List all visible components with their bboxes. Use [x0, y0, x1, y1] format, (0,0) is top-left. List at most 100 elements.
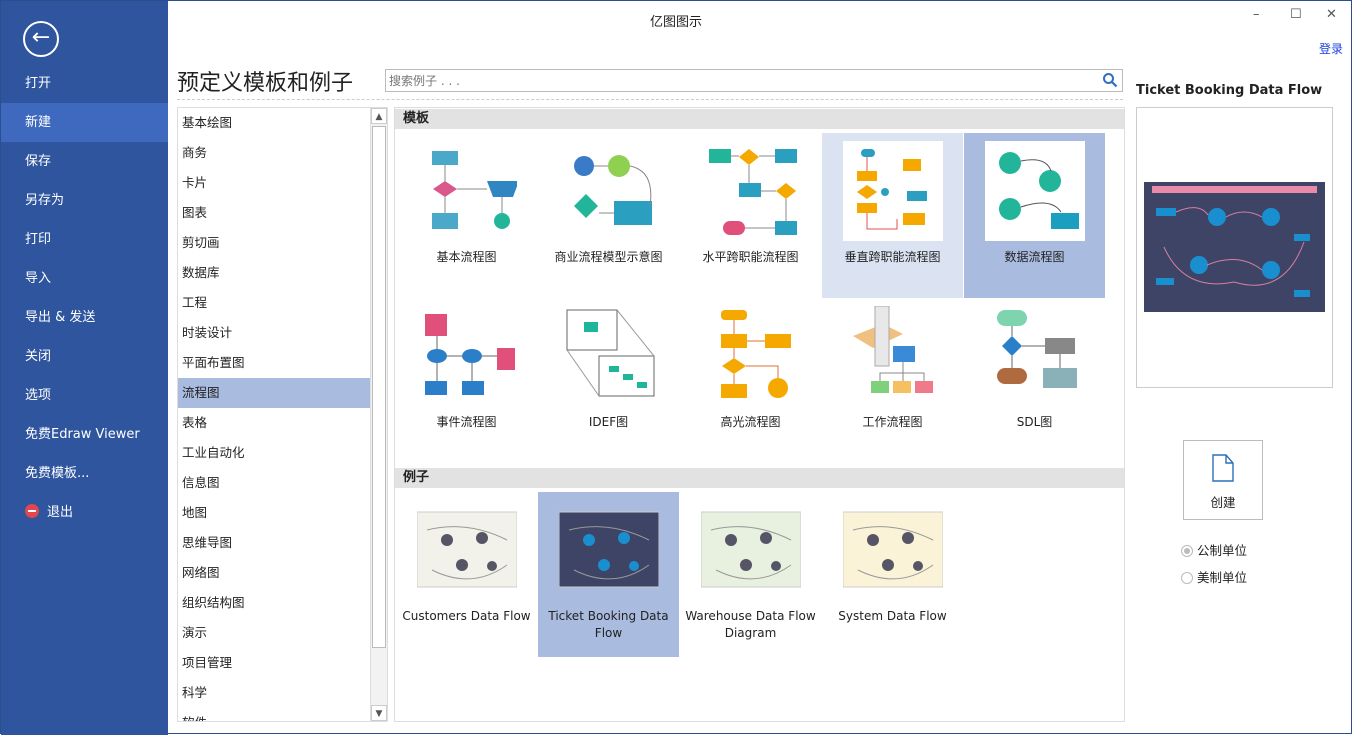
- tile-label: IDEF图: [588, 415, 629, 429]
- category-item[interactable]: 流程图: [178, 378, 370, 408]
- category-item[interactable]: 思维导图: [182, 535, 233, 550]
- sidebar-item[interactable]: 另存为: [1, 181, 168, 220]
- sidebar-item[interactable]: 退出: [1, 493, 168, 532]
- sidebar: ← 打开新建保存另存为打印导入导出 & 发送关闭选项免费Edraw Viewer…: [1, 1, 168, 735]
- category-item[interactable]: 软件: [178, 708, 370, 721]
- radio-label: 公制单位: [1197, 543, 1248, 558]
- sidebar-item-label: 选项: [25, 388, 52, 403]
- sidebar-item[interactable]: 导出 & 发送: [1, 298, 168, 337]
- sidebar-item-label: 打开: [25, 76, 52, 91]
- category-item[interactable]: 网络图: [182, 565, 220, 580]
- thumbnail-image: [424, 314, 515, 395]
- tile-label: 商业流程模型示意图: [554, 250, 663, 264]
- category-item[interactable]: 平面布置图: [182, 355, 245, 370]
- create-button[interactable]: 创建: [1183, 440, 1263, 520]
- thumbnail-image: [708, 149, 797, 235]
- templates-header: 模板: [395, 109, 1124, 129]
- search-box: [385, 69, 1123, 92]
- minimize-icon[interactable]: –: [1253, 7, 1260, 22]
- category-item[interactable]: 时装设计: [182, 325, 233, 340]
- tile-label: Customers Data Flow: [402, 609, 531, 623]
- sidebar-item[interactable]: 打印: [1, 220, 168, 259]
- thumbnail-image: [852, 306, 933, 393]
- example-tile[interactable]: Customers Data Flow: [396, 492, 537, 657]
- scrollbar[interactable]: ▲ ▼: [370, 108, 387, 721]
- example-tile[interactable]: Warehouse Data Flow Diagram: [680, 492, 821, 657]
- category-item[interactable]: 组织结构图: [182, 595, 245, 610]
- sidebar-item-label: 导入: [25, 271, 52, 286]
- search-input[interactable]: [386, 70, 1086, 91]
- template-tile[interactable]: IDEF图: [538, 298, 679, 463]
- sidebar-item[interactable]: 选项: [1, 376, 168, 415]
- back-arrow-icon[interactable]: ←: [23, 21, 59, 57]
- category-item[interactable]: 图表: [182, 205, 208, 220]
- tile-label: 事件流程图: [436, 415, 497, 429]
- category-item[interactable]: 剪切画: [182, 235, 220, 250]
- maximize-icon[interactable]: ☐: [1290, 7, 1302, 22]
- sidebar-item[interactable]: 关闭: [1, 337, 168, 376]
- category-item[interactable]: 表格: [182, 415, 208, 430]
- category-item[interactable]: 信息图: [182, 475, 220, 490]
- sidebar-item-label: 保存: [25, 154, 52, 169]
- sidebar-item[interactable]: 保存: [1, 142, 168, 181]
- radio-label: 美制单位: [1197, 570, 1248, 585]
- sidebar-item[interactable]: 导入: [1, 259, 168, 298]
- metric-units-radio[interactable]: 公制单位: [1181, 540, 1247, 559]
- category-item[interactable]: 地图: [182, 505, 208, 520]
- category-item[interactable]: 科学: [182, 685, 208, 700]
- template-tile[interactable]: 商业流程模型示意图: [538, 133, 679, 298]
- template-tile[interactable]: 高光流程图: [680, 298, 821, 463]
- radio-checked-icon: [1181, 545, 1193, 557]
- close-icon[interactable]: ✕: [1326, 7, 1337, 22]
- template-tile[interactable]: SDL图: [964, 298, 1105, 463]
- tile-label: Ticket Booking Data Flow: [548, 609, 669, 640]
- tile-label: 高光流程图: [720, 415, 781, 429]
- sidebar-item[interactable]: 新建: [1, 103, 168, 142]
- sidebar-item-label: 免费模板...: [25, 466, 90, 481]
- template-tile[interactable]: 事件流程图: [396, 298, 537, 463]
- scroll-thumb[interactable]: [372, 126, 386, 648]
- sidebar-item-label: 免费Edraw Viewer: [25, 427, 140, 442]
- scroll-down-icon[interactable]: ▼: [371, 705, 387, 721]
- example-tile[interactable]: Ticket Booking Data Flow: [538, 492, 679, 657]
- sidebar-item-label: 关闭: [25, 349, 52, 364]
- tile-label: 水平跨职能流程图: [702, 250, 799, 264]
- tile-label: 垂直跨职能流程图: [844, 250, 941, 264]
- category-list: 基本绘图商务卡片图表剪切画数据库工程时装设计平面布置图流程图表格工业自动化信息图…: [177, 107, 388, 722]
- scroll-up-icon[interactable]: ▲: [371, 108, 387, 124]
- category-item[interactable]: 基本绘图: [182, 115, 233, 130]
- sidebar-item-label: 导出 & 发送: [25, 310, 96, 325]
- page-title: 预定义模板和例子: [177, 71, 354, 96]
- divider: [177, 99, 1123, 100]
- tile-label: 工作流程图: [862, 415, 923, 429]
- template-tile[interactable]: 数据流程图: [964, 133, 1105, 298]
- sidebar-item[interactable]: 免费模板...: [1, 454, 168, 493]
- thumbnail-image: [558, 511, 659, 588]
- category-item[interactable]: 项目管理: [182, 655, 233, 670]
- examples-header: 例子: [395, 468, 1124, 488]
- thumbnail-image: [416, 511, 517, 588]
- template-tile[interactable]: 垂直跨职能流程图: [822, 133, 963, 298]
- preview-title: Ticket Booking Data Flow: [1136, 83, 1323, 98]
- template-tile[interactable]: 水平跨职能流程图: [680, 133, 821, 298]
- template-tile[interactable]: 基本流程图: [396, 133, 537, 298]
- category-item[interactable]: 卡片: [182, 175, 208, 190]
- category-item[interactable]: 数据库: [182, 265, 220, 280]
- category-item[interactable]: 演示: [182, 625, 208, 640]
- sidebar-item[interactable]: 免费Edraw Viewer: [1, 415, 168, 454]
- sidebar-item[interactable]: 打开: [1, 64, 168, 103]
- thumbnail-image: [996, 310, 1077, 388]
- thumbnail-image: [700, 511, 801, 588]
- search-icon[interactable]: [1102, 72, 1118, 88]
- example-tile[interactable]: System Data Flow: [822, 492, 963, 657]
- thumbnail-image: [573, 155, 652, 225]
- login-link[interactable]: 登录: [1319, 42, 1344, 56]
- thumbnail-image: [842, 141, 943, 241]
- category-item[interactable]: 工程: [182, 295, 208, 310]
- tile-label: System Data Flow: [838, 609, 947, 623]
- tile-label: 基本流程图: [436, 250, 497, 264]
- template-tile[interactable]: 工作流程图: [822, 298, 963, 463]
- category-item[interactable]: 工业自动化: [182, 445, 245, 460]
- us-units-radio[interactable]: 美制单位: [1181, 567, 1247, 586]
- category-item[interactable]: 商务: [182, 145, 208, 160]
